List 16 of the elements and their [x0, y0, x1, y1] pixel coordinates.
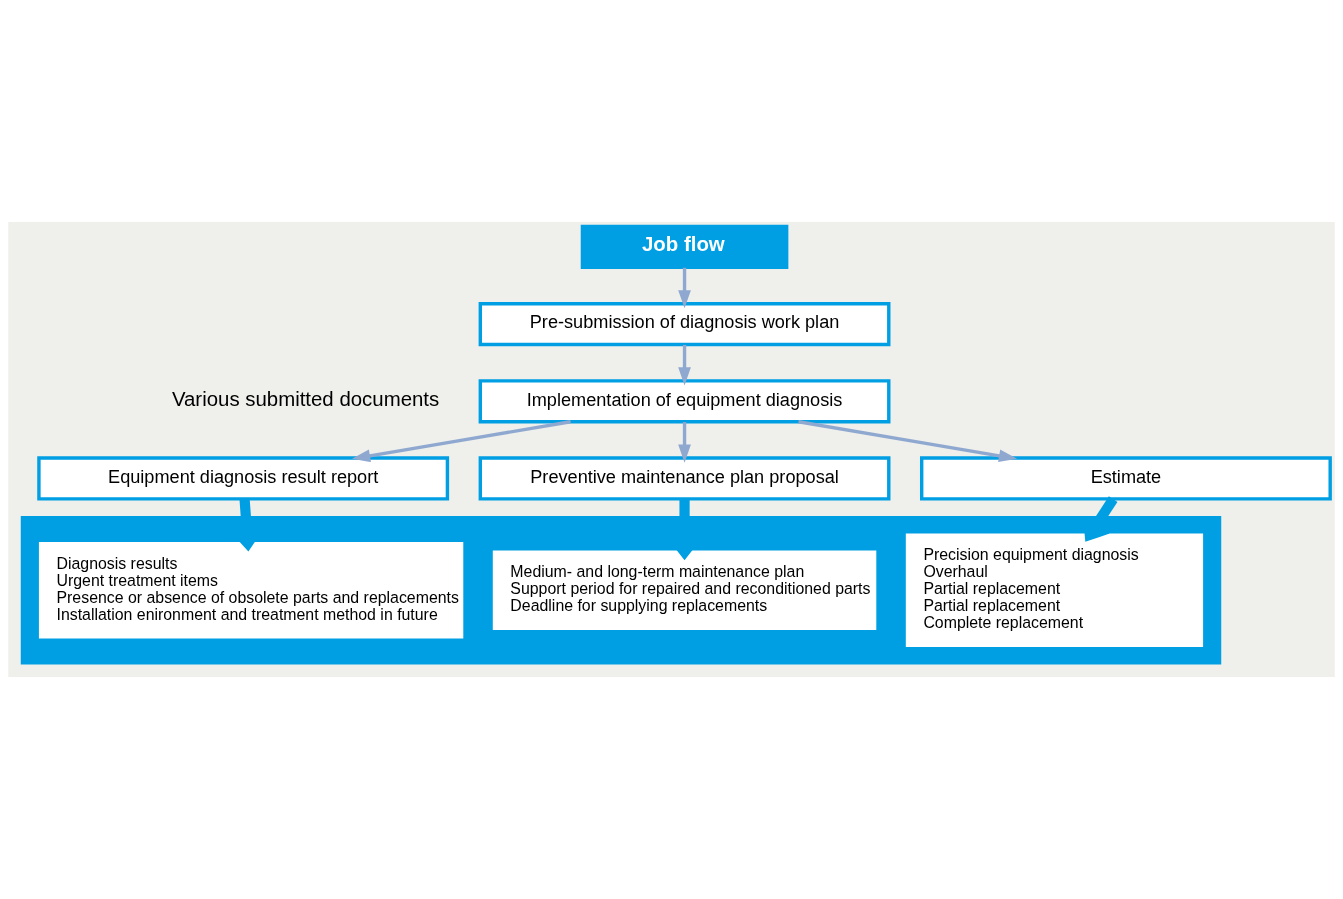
node-box: Precision equipment diagnosis Overhaul Partial replacement Partial replacement Complete replacement [905, 533, 1204, 647]
node-box: Implementation of equipment diagnosis [478, 379, 891, 424]
arrow [678, 344, 691, 386]
node-box: Medium- and long-term maintenance plan Support period for repaired and reconditioned parts Deadline for supplying replacements [492, 550, 877, 630]
node-box: Job flow [580, 224, 789, 270]
arrow [352, 420, 571, 463]
label: Various submitted documents [171, 388, 440, 411]
arrow [798, 420, 1018, 463]
node-box: Estimate [920, 456, 1332, 501]
arrow [678, 422, 691, 463]
arrow [678, 267, 691, 309]
node-box: Equipment diagnosis result report [37, 456, 450, 501]
node-box: Diagnosis results Urgent treatment items Presence or absence of obsolete parts and replacements Installation enironment and treatment method in future [38, 541, 464, 639]
node-box: Preventive maintenance plan proposal [478, 456, 891, 501]
arrow [1083, 496, 1118, 542]
node-box: Pre-submission of diagnosis work plan [478, 302, 891, 347]
